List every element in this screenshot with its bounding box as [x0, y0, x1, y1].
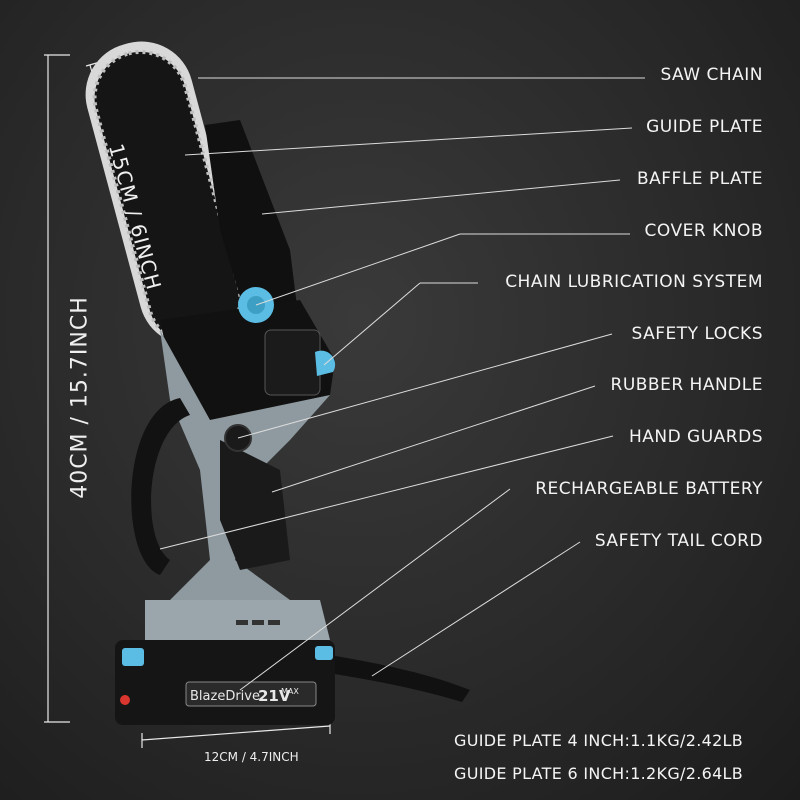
leader-lubrication-a: [323, 282, 421, 366]
leader-hand-guards: [159, 435, 614, 550]
motor-cover: [264, 329, 321, 396]
leader-battery: [239, 488, 511, 691]
leader-tail-cord: [371, 541, 581, 677]
lubrication-cap: [315, 350, 336, 376]
label-rechargeable-battery: RECHARGEABLE BATTERY: [535, 479, 763, 499]
rubber-handle-shape: [220, 440, 290, 570]
label-cover-knob: COVER KNOB: [644, 221, 763, 241]
label-baffle-plate: BAFFLE PLATE: [636, 169, 763, 189]
width-dimension-label: 12CM / 4.7INCH: [204, 750, 299, 764]
safety-tail-cord: [296, 650, 470, 702]
leader-safety-locks: [237, 333, 613, 439]
leader-guide-plate: [184, 127, 633, 156]
baffle-plate: [205, 120, 300, 330]
label-safety-tail-cord: SAFETY TAIL CORD: [594, 531, 763, 551]
leader-cover-knob-a: [255, 233, 461, 306]
battery-voltage-text: 21V: [258, 687, 291, 705]
spec-6-inch: GUIDE PLATE 6 INCH:1.2KG/2.64LB: [454, 764, 744, 783]
height-dimension-label: 40CM / 15.7INCH: [67, 296, 93, 499]
callout-lines: [159, 77, 645, 691]
label-hand-guards: HAND GUARDS: [628, 427, 763, 447]
label-guide-plate: GUIDE PLATE: [646, 117, 763, 137]
leader-rubber-handle: [271, 385, 596, 493]
label-saw-chain: SAW CHAIN: [660, 65, 763, 85]
battery-pack: [115, 600, 335, 725]
height-dimension-line: [44, 54, 70, 723]
spec-4-inch: GUIDE PLATE 4 INCH:1.1KG/2.42LB: [454, 731, 744, 750]
battery-brand-text: BlazeDrive: [190, 689, 260, 704]
hand-guard-shape: [131, 398, 190, 575]
battery-badge-text: MAX: [281, 687, 299, 696]
leader-baffle-plate: [261, 179, 621, 215]
label-rubber-handle: RUBBER HANDLE: [610, 375, 763, 395]
label-chain-lubrication: CHAIN LUBRICATION SYSTEM: [505, 272, 763, 292]
label-safety-locks: SAFETY LOCKS: [631, 324, 763, 344]
